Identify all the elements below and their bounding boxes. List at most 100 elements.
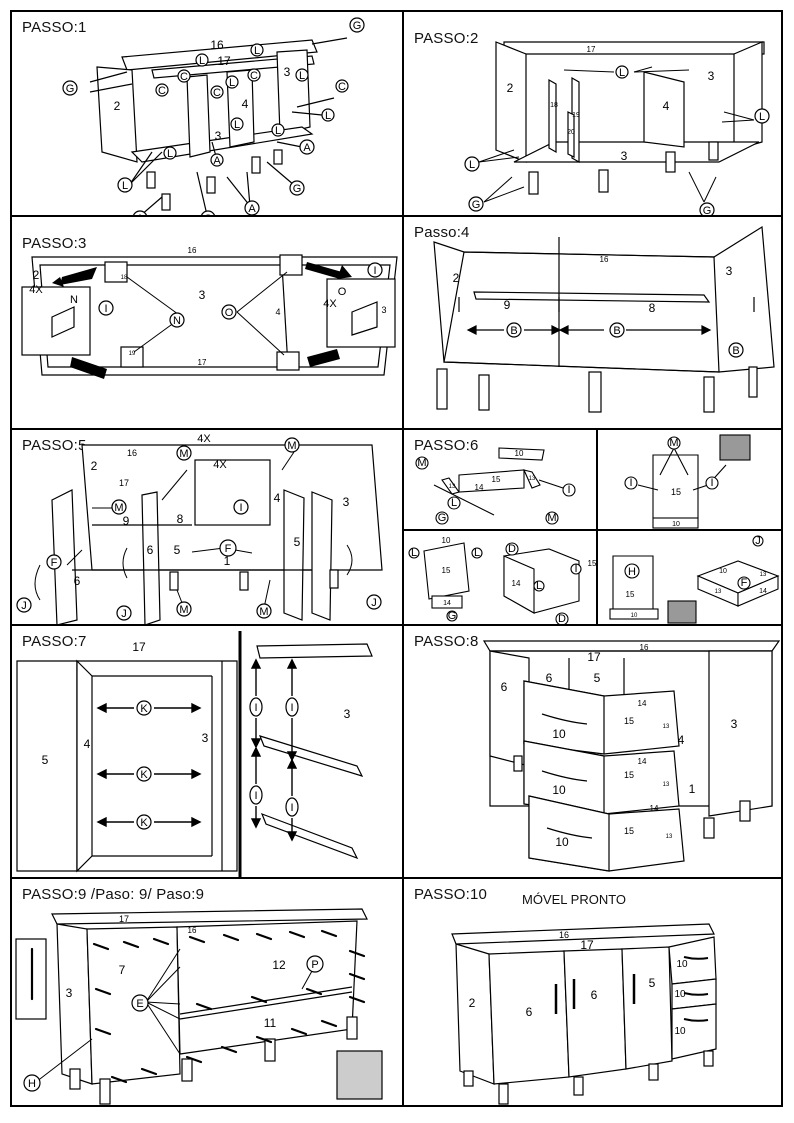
step-10-title: PASSO:10 bbox=[414, 886, 488, 903]
part-15-label: 15 bbox=[624, 826, 634, 836]
part-3-label: 3 bbox=[202, 731, 209, 745]
part-2-label: 2 bbox=[453, 271, 460, 285]
part-14-label: 14 bbox=[759, 588, 767, 595]
part-3-label: 3 bbox=[66, 986, 73, 1000]
part-19-label: 19 bbox=[572, 112, 580, 119]
step-1-illustration: G G C C C C L C L L L L L L A L A L G A bbox=[62, 17, 365, 215]
label-4x: 4X bbox=[213, 459, 227, 471]
part-6-label: 6 bbox=[591, 988, 598, 1002]
callout-b: B bbox=[732, 345, 739, 357]
part-3-label: 3 bbox=[344, 707, 351, 721]
callout-m: M bbox=[669, 437, 678, 449]
part-20-label: 20 bbox=[567, 129, 575, 136]
part-3-label: 3 bbox=[199, 288, 206, 302]
callout-h: H bbox=[28, 1078, 36, 1090]
callout-n: N bbox=[173, 315, 181, 327]
part-8-label: 8 bbox=[177, 512, 184, 526]
callout-j: J bbox=[121, 608, 127, 620]
callout-p: P bbox=[311, 959, 318, 971]
callout-f: F bbox=[225, 543, 232, 555]
step-1-panel: PASSO:1 bbox=[10, 10, 404, 217]
part-14-label: 14 bbox=[475, 483, 484, 492]
callout-l: L bbox=[299, 70, 305, 82]
callout-h: H bbox=[628, 566, 636, 578]
callout-f: F bbox=[51, 557, 58, 569]
part-10-label: 10 bbox=[672, 521, 680, 528]
step-2-panel: PASSO:2 bbox=[402, 10, 783, 217]
part-6-label: 6 bbox=[526, 1005, 533, 1019]
callout-l: L bbox=[275, 125, 281, 137]
callout-m: M bbox=[179, 448, 188, 460]
part-11-label: 11 bbox=[264, 1016, 277, 1030]
callout-i: I bbox=[104, 303, 107, 315]
step-5-illustration: M M M I F F J J M M J 4X 4X 16 17 2 3 4 … bbox=[16, 433, 383, 624]
part-5-label: 5 bbox=[594, 671, 601, 685]
callout-l: L bbox=[234, 119, 240, 131]
callout-l: L bbox=[325, 110, 331, 122]
callout-i: I bbox=[373, 265, 376, 277]
callout-c: C bbox=[250, 70, 258, 82]
part-14-label: 14 bbox=[650, 804, 659, 813]
part-2-label: 2 bbox=[114, 99, 121, 113]
part-6-label: 6 bbox=[147, 543, 154, 557]
part-16-label: 16 bbox=[188, 926, 197, 935]
callout-d: D bbox=[508, 543, 516, 555]
part-19-label: 19 bbox=[129, 351, 136, 357]
step-6-drawer-exploded: M L G I M 10 15 14 13 13 bbox=[415, 447, 576, 525]
step-8-title: PASSO:8 bbox=[414, 633, 479, 650]
part-14-label: 14 bbox=[638, 699, 647, 708]
callout-g: G bbox=[438, 512, 447, 524]
part-18-label: 18 bbox=[550, 102, 558, 109]
part-5-label: 5 bbox=[649, 976, 656, 990]
part-16-label: 16 bbox=[127, 448, 137, 458]
callout-g: G bbox=[66, 83, 75, 95]
part-10-label: 10 bbox=[555, 835, 569, 849]
part-10-label: 10 bbox=[674, 1026, 686, 1037]
label-4x: 4X bbox=[323, 298, 337, 310]
part-13-label: 13 bbox=[663, 782, 670, 788]
part-15-label: 15 bbox=[588, 559, 597, 568]
callout-i: I bbox=[254, 790, 257, 802]
part-5-label: 5 bbox=[174, 543, 181, 557]
part-17-label: 17 bbox=[119, 914, 129, 924]
part-18-label: 18 bbox=[121, 275, 128, 281]
callout-c: C bbox=[180, 71, 188, 83]
part-7-label: 7 bbox=[119, 963, 126, 977]
part-15-label: 15 bbox=[624, 716, 634, 726]
step-7-illustration: K K K I I I I 17 5 4 3 3 bbox=[16, 631, 373, 877]
part-10-label: 10 bbox=[676, 959, 688, 970]
step-7-title: PASSO:7 bbox=[22, 633, 87, 650]
callout-d: D bbox=[558, 613, 566, 625]
step-4-title: Passo:4 bbox=[414, 224, 470, 241]
callout-k: K bbox=[140, 769, 148, 781]
part-15-label: 15 bbox=[671, 487, 681, 497]
part-10-label: 10 bbox=[515, 449, 524, 458]
part-14-label: 14 bbox=[638, 757, 647, 766]
callout-g: G bbox=[448, 610, 457, 622]
step-6-sub-panel-b: M I I 15 10 bbox=[596, 428, 783, 531]
callout-l: L bbox=[619, 67, 625, 79]
callout-g: G bbox=[472, 199, 481, 211]
callout-f: F bbox=[741, 577, 748, 589]
part-13-label: 13 bbox=[666, 834, 673, 840]
callout-k: K bbox=[140, 703, 148, 715]
callout-k: K bbox=[140, 817, 148, 829]
part-4-label: 4 bbox=[84, 737, 91, 751]
step-5-title: PASSO:5 bbox=[22, 437, 87, 454]
callout-m: M bbox=[114, 502, 123, 514]
part-15-label: 15 bbox=[492, 475, 501, 484]
part-16-label: 16 bbox=[600, 255, 609, 264]
callout-l: L bbox=[167, 148, 173, 160]
part-14-label: 14 bbox=[443, 600, 451, 607]
step-4-panel: Passo:4 bbox=[402, 215, 783, 430]
final-caption: MÓVEL PRONTO bbox=[522, 892, 627, 907]
callout-m: M bbox=[179, 604, 188, 616]
step-6-front-screws: M I I 15 10 bbox=[624, 434, 751, 529]
part-5-label: 5 bbox=[294, 535, 301, 549]
part-1-label: 1 bbox=[689, 782, 696, 796]
step-10-panel: PASSO:10 MÓVEL PRONTO bbox=[402, 877, 783, 1107]
part-4-label: 4 bbox=[242, 97, 249, 111]
step-1-title: PASSO:1 bbox=[22, 19, 87, 36]
callout-l: L bbox=[122, 180, 128, 192]
